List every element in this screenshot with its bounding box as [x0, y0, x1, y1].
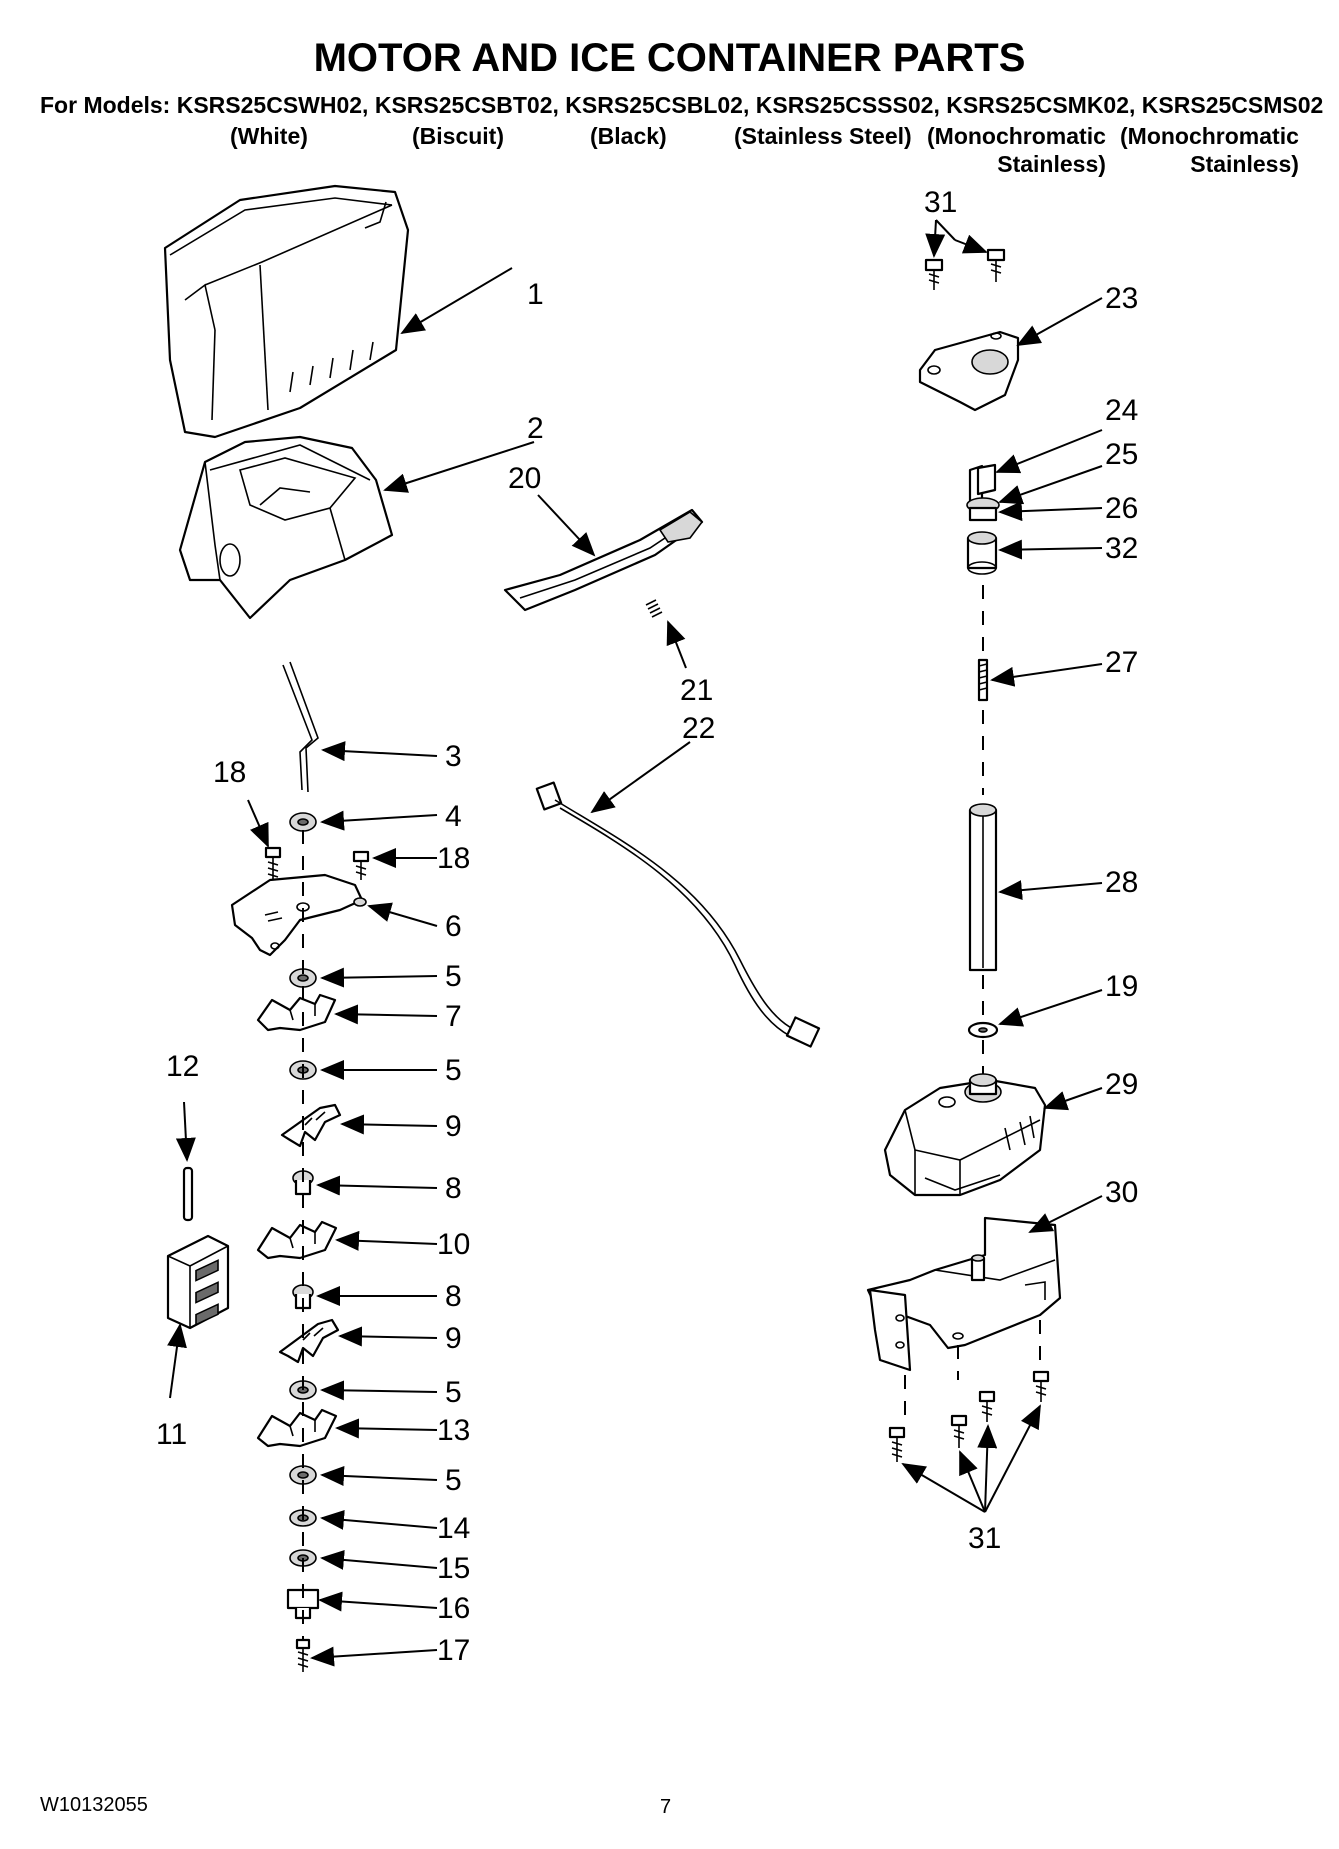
- callout-32: 32: [1105, 532, 1138, 565]
- callout-28: 28: [1105, 866, 1138, 899]
- callout-9-b: 9: [445, 1322, 462, 1355]
- callout-20: 20: [508, 462, 541, 495]
- finish-label-stainless-steel: (Stainless Steel): [734, 123, 912, 149]
- part-20-ice-door: [503, 508, 704, 612]
- callout-8-a: 8: [445, 1172, 462, 1205]
- callout-29: 29: [1105, 1068, 1138, 1101]
- callout-22: 22: [682, 712, 715, 745]
- callout-19: 19: [1105, 970, 1138, 1003]
- part-31-screw-bottom-1: [888, 1426, 906, 1462]
- part-9-blade-lower: [278, 1318, 340, 1364]
- callout-6: 6: [445, 910, 462, 943]
- finish-label-white: (White): [230, 123, 308, 149]
- part-12-pin: [182, 1166, 194, 1222]
- finish-label-monochromatic-1: (Monochromatic Stainless): [927, 123, 1106, 177]
- part-31-screw-bottom-3: [978, 1390, 996, 1422]
- callout-15: 15: [437, 1552, 470, 1585]
- part-16-nut: [286, 1588, 320, 1620]
- part-28-auger-shaft: [968, 803, 998, 972]
- callout-13: 13: [437, 1414, 470, 1447]
- part-11-switch-block: [166, 1234, 230, 1330]
- part-32-sleeve: [966, 531, 998, 575]
- callout-5-a: 5: [445, 960, 462, 993]
- callout-7: 7: [445, 1000, 462, 1033]
- callout-12: 12: [166, 1050, 199, 1083]
- callout-16: 16: [437, 1592, 470, 1625]
- part-21-spring: [645, 599, 663, 618]
- callout-5-b: 5: [445, 1054, 462, 1087]
- callout-3: 3: [445, 740, 462, 773]
- callout-8-b: 8: [445, 1280, 462, 1313]
- part-7-blade: [256, 993, 337, 1032]
- part-30-motor-bracket: [866, 1216, 1062, 1372]
- part-17-screw: [295, 1638, 311, 1672]
- part-29-auger-motor: [883, 1073, 1047, 1197]
- part-26-collar: [968, 506, 998, 522]
- callout-5-c: 5: [445, 1376, 462, 1409]
- leader-lines: [167, 219, 1103, 1667]
- part-6-front-plate: [230, 873, 367, 957]
- part-18-screw-right: [352, 850, 370, 880]
- callout-23: 23: [1105, 282, 1138, 315]
- finish-label-monochromatic-2: (Monochromatic Stainless): [1120, 123, 1299, 177]
- part-9-blade-upper: [280, 1103, 342, 1148]
- document-number: W10132055: [40, 1794, 148, 1816]
- part-1-ice-container: [163, 184, 410, 439]
- callout-2: 2: [527, 412, 544, 445]
- part-5-spacer-a: [289, 968, 317, 988]
- part-3-bent-wire: [282, 661, 319, 793]
- part-4-bushing: [289, 812, 317, 832]
- finish-label-biscuit: (Biscuit): [412, 123, 504, 149]
- callout-21: 21: [680, 674, 713, 707]
- part-19-washer: [967, 1021, 999, 1039]
- callout-18-left: 18: [213, 756, 246, 789]
- callout-1: 1: [527, 278, 544, 311]
- callout-26: 26: [1105, 492, 1138, 525]
- part-18-screw-left: [264, 846, 282, 880]
- callout-4: 4: [445, 800, 462, 833]
- part-22-wire-harness: [535, 781, 821, 1048]
- callout-5-d: 5: [445, 1464, 462, 1497]
- page-number: 7: [660, 1796, 672, 1818]
- page-title: MOTOR AND ICE CONTAINER PARTS: [313, 36, 1026, 80]
- models-line: For Models: KSRS25CSWH02, KSRS25CSBT02, …: [40, 92, 1324, 118]
- callout-10: 10: [437, 1228, 470, 1261]
- part-13-blade: [256, 1408, 338, 1448]
- callout-numbers: 1 2 20 21 22 3 18 4 18 6 5 7 5 9 8 10 8 …: [156, 186, 1138, 1667]
- callout-24: 24: [1105, 394, 1138, 427]
- callout-31-bottom: 31: [968, 1522, 1001, 1555]
- part-31-screw-bottom-2: [950, 1414, 968, 1448]
- part-31-screw-bottom-4: [1032, 1370, 1050, 1402]
- callout-30: 30: [1105, 1176, 1138, 1209]
- callout-25: 25: [1105, 438, 1138, 471]
- part-31-screw-top-right: [986, 248, 1006, 282]
- callout-9-a: 9: [445, 1110, 462, 1143]
- part-27-threaded-rod: [977, 658, 989, 702]
- callout-18-right: 18: [437, 842, 470, 875]
- finish-label-black: (Black): [590, 123, 667, 149]
- callout-27: 27: [1105, 646, 1138, 679]
- callout-11: 11: [156, 1418, 187, 1451]
- part-2-auger-housing: [178, 435, 394, 620]
- part-23-mounting-plate: [918, 330, 1020, 412]
- part-31-screw-top-left: [924, 258, 944, 290]
- part-10-blade: [256, 1220, 338, 1260]
- callout-17: 17: [437, 1634, 470, 1667]
- callout-14: 14: [437, 1512, 470, 1545]
- callout-31-top: 31: [924, 186, 957, 219]
